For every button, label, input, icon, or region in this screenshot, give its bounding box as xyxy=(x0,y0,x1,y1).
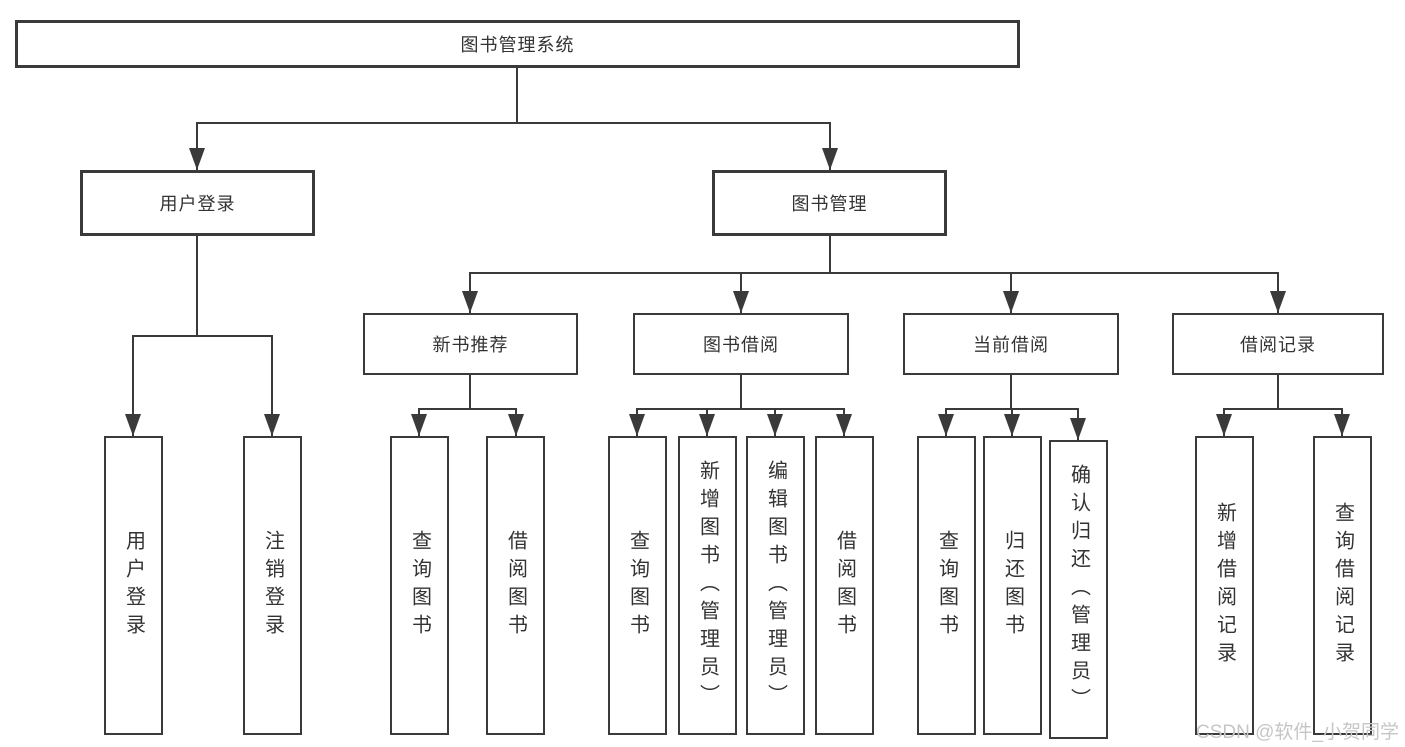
leaf-label: 查询图书 xyxy=(408,529,431,642)
connector xyxy=(1223,408,1342,410)
arrowhead-down-icon xyxy=(1070,418,1086,440)
leaf-logout: 注销登录 xyxy=(243,436,302,735)
node-label: 图书借阅 xyxy=(703,335,779,355)
leaf-label: 借阅图书 xyxy=(504,529,527,642)
node-label: 借阅记录 xyxy=(1240,335,1316,355)
connector xyxy=(196,236,198,335)
leaf-add-books-admin: 新增图书（管理员） xyxy=(678,436,737,735)
connector xyxy=(418,408,516,410)
node-new-book-recommendation: 新书推荐 xyxy=(363,313,578,375)
arrowhead-down-icon xyxy=(264,414,280,436)
connector xyxy=(196,122,831,124)
csdn-watermark: CSDN @软件_小贺同学 xyxy=(1196,722,1399,743)
arrowhead-down-icon xyxy=(508,414,524,436)
leaf-label: 查询图书 xyxy=(935,529,958,642)
arrowhead-down-icon xyxy=(1270,291,1286,313)
connector xyxy=(636,408,844,410)
arrowhead-down-icon xyxy=(822,148,838,170)
leaf-query-books-borrowing: 查询图书 xyxy=(608,436,667,735)
connector xyxy=(469,272,1279,274)
connector xyxy=(132,335,134,436)
connector xyxy=(740,375,742,408)
leaf-label: 新增图书（管理员） xyxy=(696,459,719,712)
node-label: 图书管理 xyxy=(791,194,868,214)
leaf-query-books-current: 查询图书 xyxy=(917,436,976,735)
connector xyxy=(1010,375,1012,408)
leaf-label: 查询借阅记录 xyxy=(1331,501,1354,670)
arrowhead-down-icon xyxy=(836,414,852,436)
connector xyxy=(1277,375,1279,408)
connector xyxy=(196,122,198,170)
node-user-login: 用户登录 xyxy=(80,170,315,236)
node-library-management-system: 图书管理系统 xyxy=(15,20,1020,68)
leaf-add-borrow-record: 新增借阅记录 xyxy=(1195,436,1254,735)
arrowhead-down-icon xyxy=(1216,414,1232,436)
connector xyxy=(132,335,272,337)
arrowhead-down-icon xyxy=(125,414,141,436)
node-current-borrowing: 当前借阅 xyxy=(903,313,1119,375)
connector xyxy=(516,68,518,122)
arrowhead-down-icon xyxy=(411,414,427,436)
leaf-label: 查询图书 xyxy=(626,529,649,642)
arrowhead-down-icon xyxy=(767,414,783,436)
connector xyxy=(829,122,831,170)
leaf-query-books-recommend: 查询图书 xyxy=(390,436,449,735)
connector xyxy=(271,335,273,436)
connector xyxy=(829,236,831,272)
node-label: 新书推荐 xyxy=(432,335,509,355)
arrowhead-down-icon xyxy=(699,414,715,436)
leaf-edit-books-admin: 编辑图书（管理员） xyxy=(746,436,805,735)
node-book-borrowing: 图书借阅 xyxy=(633,313,849,375)
leaf-label: 确认归还（管理员） xyxy=(1067,463,1090,716)
leaf-label: 新增借阅记录 xyxy=(1213,501,1236,670)
node-book-management: 图书管理 xyxy=(712,170,947,236)
leaf-user-login: 用户登录 xyxy=(104,436,163,735)
arrowhead-down-icon xyxy=(629,414,645,436)
leaf-borrow-books-borrowing: 借阅图书 xyxy=(815,436,874,735)
arrowhead-down-icon xyxy=(938,414,954,436)
arrowhead-down-icon xyxy=(462,291,478,313)
node-borrow-records: 借阅记录 xyxy=(1172,313,1384,375)
arrowhead-down-icon xyxy=(1004,414,1020,436)
arrowhead-down-icon xyxy=(189,148,205,170)
leaf-query-borrow-record: 查询借阅记录 xyxy=(1313,436,1372,735)
leaf-label: 用户登录 xyxy=(122,529,145,642)
node-label: 用户登录 xyxy=(159,194,236,214)
leaf-borrow-books-recommend: 借阅图书 xyxy=(486,436,545,735)
node-label: 图书管理系统 xyxy=(460,35,575,55)
arrowhead-down-icon xyxy=(733,291,749,313)
leaf-label: 借阅图书 xyxy=(833,529,856,642)
node-label: 当前借阅 xyxy=(973,335,1049,355)
leaf-label: 编辑图书（管理员） xyxy=(764,459,787,712)
leaf-label: 注销登录 xyxy=(261,529,284,642)
leaf-label: 归还图书 xyxy=(1001,529,1024,642)
connector xyxy=(469,375,471,408)
arrowhead-down-icon xyxy=(1003,291,1019,313)
leaf-confirm-return-admin: 确认归还（管理员） xyxy=(1049,440,1108,739)
leaf-return-books: 归还图书 xyxy=(983,436,1042,735)
arrowhead-down-icon xyxy=(1334,414,1350,436)
